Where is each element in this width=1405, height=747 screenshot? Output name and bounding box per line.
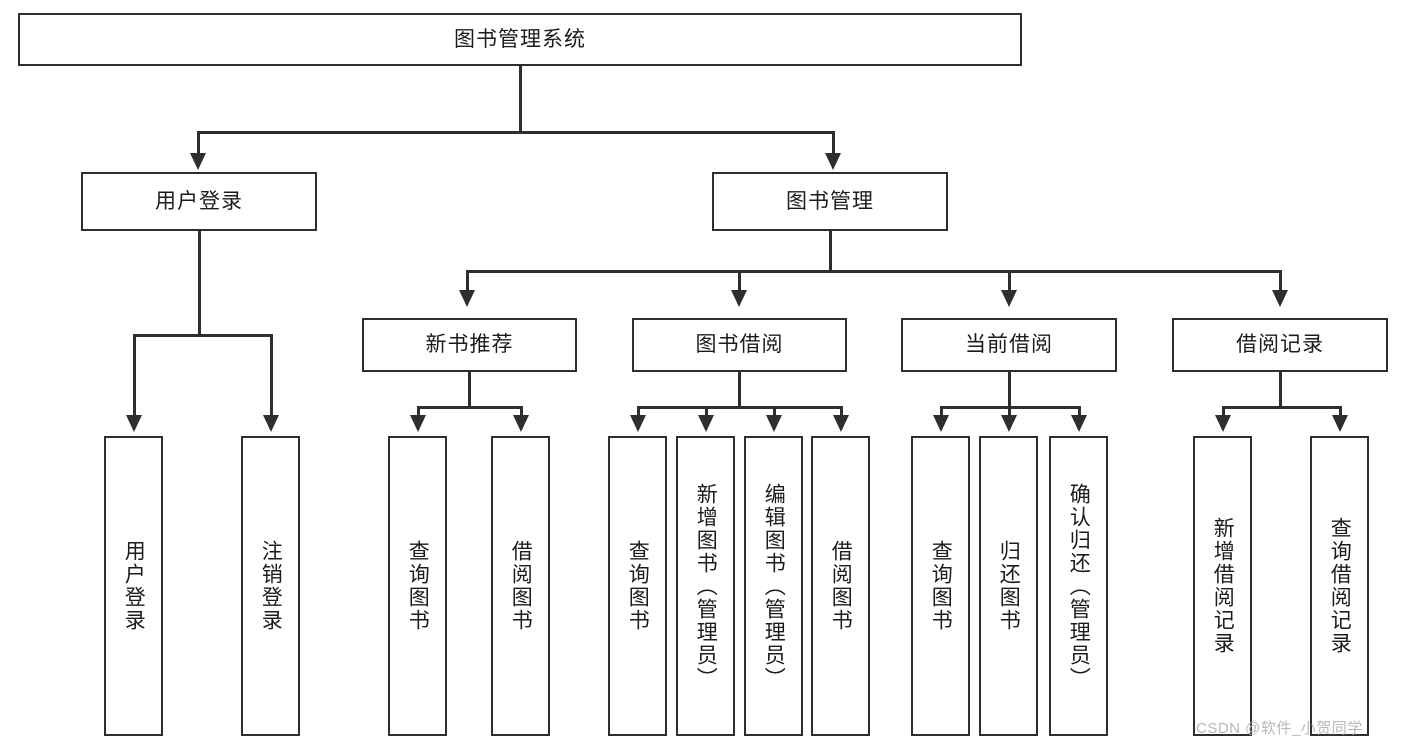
arrow-cb-leaf-2 bbox=[1001, 415, 1017, 432]
connector-bb-bar bbox=[637, 406, 842, 409]
node-root-book-management-system[interactable]: 图书管理系统 bbox=[18, 13, 1022, 66]
arrow-bm-to-book-borrow bbox=[731, 290, 747, 307]
node-label: 图书管理 bbox=[786, 189, 874, 213]
node-user-login[interactable]: 用户登录 bbox=[81, 172, 317, 231]
connector-bb-3 bbox=[773, 406, 776, 418]
leaf-nbr-borrow-book[interactable]: 借阅图书 bbox=[491, 436, 550, 736]
node-label: 注销登录 bbox=[259, 540, 283, 632]
arrow-bm-to-borrow-record bbox=[1272, 290, 1288, 307]
connector-br-stem bbox=[1279, 372, 1282, 408]
connector-bm-to-new-book bbox=[466, 270, 469, 292]
node-label: 用户登录 bbox=[122, 540, 146, 632]
node-label: 编辑图书（管理员） bbox=[762, 482, 786, 690]
node-current-borrow[interactable]: 当前借阅 bbox=[901, 318, 1117, 372]
leaf-user-login-user-login[interactable]: 用户登录 bbox=[104, 436, 163, 736]
connector-user-login-right bbox=[270, 334, 273, 418]
leaf-bb-borrow-book[interactable]: 借阅图书 bbox=[811, 436, 870, 736]
connector-nbr-bar bbox=[417, 406, 522, 409]
leaf-bb-add-book-admin[interactable]: 新增图书（管理员） bbox=[676, 436, 735, 736]
arrow-bb-leaf-4 bbox=[833, 415, 849, 432]
leaf-cb-return-book[interactable]: 归还图书 bbox=[979, 436, 1038, 736]
leaf-user-login-logout[interactable]: 注销登录 bbox=[241, 436, 300, 736]
leaf-br-query-record[interactable]: 查询借阅记录 bbox=[1310, 436, 1369, 736]
arrow-bb-leaf-3 bbox=[766, 415, 782, 432]
arrow-bb-leaf-1 bbox=[630, 415, 646, 432]
leaf-cb-confirm-return-admin[interactable]: 确认归还（管理员） bbox=[1049, 436, 1108, 736]
connector-bb-4 bbox=[840, 406, 843, 418]
connector-book-management-bar bbox=[466, 270, 1282, 273]
node-label: 当前借阅 bbox=[965, 333, 1053, 357]
node-label: 图书管理系统 bbox=[454, 27, 586, 51]
node-label: 归还图书 bbox=[997, 540, 1021, 632]
node-label: 借阅图书 bbox=[509, 540, 533, 632]
connector-user-login-bar bbox=[133, 334, 272, 337]
node-book-borrow[interactable]: 图书借阅 bbox=[632, 318, 847, 372]
node-label: 确认归还（管理员） bbox=[1067, 482, 1091, 690]
node-new-book-recommend[interactable]: 新书推荐 bbox=[362, 318, 577, 372]
connector-root-to-user-login bbox=[197, 131, 200, 157]
connector-bb-1 bbox=[637, 406, 640, 418]
connector-cb-3 bbox=[1078, 406, 1081, 418]
arrow-cb-leaf-1 bbox=[933, 415, 949, 432]
node-borrow-record[interactable]: 借阅记录 bbox=[1172, 318, 1388, 372]
arrow-bm-to-new-book bbox=[459, 290, 475, 307]
node-label: 新增借阅记录 bbox=[1211, 517, 1235, 655]
leaf-cb-query-book[interactable]: 查询图书 bbox=[911, 436, 970, 736]
node-label: 图书借阅 bbox=[695, 333, 784, 357]
node-label: 查询图书 bbox=[929, 540, 953, 632]
leaf-bb-edit-book-admin[interactable]: 编辑图书（管理员） bbox=[744, 436, 803, 736]
csdn-watermark: CSDN @软件_小贺同学 bbox=[1196, 720, 1363, 737]
connector-root-stem bbox=[519, 66, 522, 132]
arrow-user-login-leaf-1 bbox=[126, 415, 142, 432]
node-label: 新增图书（管理员） bbox=[694, 482, 718, 690]
connector-bb-2 bbox=[705, 406, 708, 418]
arrow-br-leaf-1 bbox=[1215, 415, 1231, 432]
connector-user-login-left bbox=[133, 334, 136, 418]
node-book-management[interactable]: 图书管理 bbox=[712, 172, 948, 231]
node-label: 查询图书 bbox=[406, 540, 430, 632]
connector-nbr-left bbox=[417, 406, 420, 418]
node-label: 借阅记录 bbox=[1236, 333, 1324, 357]
arrow-br-leaf-2 bbox=[1332, 415, 1348, 432]
arrow-nbr-leaf-2 bbox=[513, 415, 529, 432]
arrow-root-to-user-login bbox=[190, 153, 206, 170]
connector-book-management-stem bbox=[829, 231, 832, 272]
arrow-cb-leaf-3 bbox=[1071, 415, 1087, 432]
connector-bm-to-book-borrow bbox=[738, 270, 741, 292]
connector-cb-1 bbox=[940, 406, 943, 418]
node-label: 用户登录 bbox=[155, 189, 243, 213]
leaf-br-add-record[interactable]: 新增借阅记录 bbox=[1193, 436, 1252, 736]
connector-cb-2 bbox=[1008, 406, 1011, 418]
node-label: 查询借阅记录 bbox=[1328, 517, 1352, 655]
connector-bm-to-borrow-record bbox=[1279, 270, 1282, 292]
arrow-nbr-leaf-1 bbox=[410, 415, 426, 432]
connector-bb-stem bbox=[738, 372, 741, 408]
connector-cb-stem bbox=[1008, 372, 1011, 408]
arrow-bb-leaf-2 bbox=[698, 415, 714, 432]
node-label: 借阅图书 bbox=[829, 540, 853, 632]
connector-br-right bbox=[1339, 406, 1342, 418]
connector-br-left bbox=[1222, 406, 1225, 418]
connector-user-login-stem bbox=[198, 231, 201, 336]
node-label: 新书推荐 bbox=[425, 333, 514, 357]
connector-br-bar bbox=[1222, 406, 1341, 409]
arrow-root-to-book-management bbox=[825, 153, 841, 170]
connector-root-to-book-management bbox=[832, 131, 835, 157]
arrow-bm-to-current-borrow bbox=[1001, 290, 1017, 307]
arrow-user-login-leaf-2 bbox=[263, 415, 279, 432]
node-label: 查询图书 bbox=[626, 540, 650, 632]
connector-nbr-right bbox=[520, 406, 523, 418]
connector-root-bar bbox=[197, 131, 834, 134]
leaf-nbr-query-book[interactable]: 查询图书 bbox=[388, 436, 447, 736]
connector-nbr-stem bbox=[468, 372, 471, 408]
leaf-bb-query-book[interactable]: 查询图书 bbox=[608, 436, 667, 736]
connector-bm-to-current-borrow bbox=[1008, 270, 1011, 292]
